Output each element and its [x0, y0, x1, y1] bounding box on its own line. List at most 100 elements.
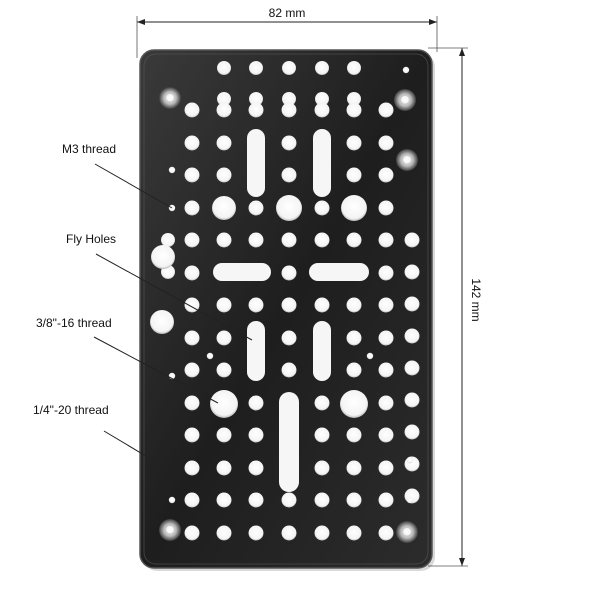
hole [346, 297, 362, 313]
callout-m3-label: M3 thread [62, 142, 116, 156]
hole [314, 427, 330, 443]
hole [216, 460, 232, 476]
hole [314, 232, 330, 248]
plate-holes [150, 61, 420, 543]
height-label: 142 mm [469, 278, 483, 321]
hole [346, 460, 362, 476]
callout-fly-holes-label: Fly Holes [66, 232, 116, 246]
hole [216, 362, 232, 378]
hole [404, 392, 420, 408]
hole [314, 297, 330, 313]
hole [248, 492, 264, 508]
countersink-hole-center [401, 96, 409, 104]
hole [315, 92, 329, 106]
hole [184, 395, 200, 411]
m3-hole [406, 456, 414, 464]
m3-hole [402, 66, 410, 74]
hole [216, 135, 232, 151]
hole [346, 525, 362, 541]
hole [378, 167, 394, 183]
hole [281, 265, 297, 281]
hole [248, 102, 264, 118]
height-arrow-top [459, 48, 465, 56]
hole [378, 102, 394, 118]
hole [378, 200, 394, 216]
hole [216, 525, 232, 541]
hole [184, 525, 200, 541]
hole [281, 362, 297, 378]
hole [216, 330, 232, 346]
hole [248, 200, 264, 216]
large-thread-hole [151, 245, 175, 269]
height-arrow-bottom [459, 558, 465, 566]
large-thread-hole [340, 390, 368, 418]
countersink-hole-center [166, 526, 174, 534]
countersink-hole-center [403, 528, 411, 536]
hole [248, 427, 264, 443]
cheese-plate [139, 49, 435, 571]
hole [184, 427, 200, 443]
hole [378, 395, 394, 411]
hole [378, 265, 394, 281]
countersink-hole-center [403, 156, 411, 164]
hole [315, 61, 329, 75]
hole [346, 102, 362, 118]
hole [378, 525, 394, 541]
hole [281, 102, 297, 118]
hole [248, 395, 264, 411]
hole [347, 92, 361, 106]
hole [404, 328, 420, 344]
hole [346, 362, 362, 378]
hole [314, 102, 330, 118]
hole [184, 460, 200, 476]
hole [281, 330, 297, 346]
hole [346, 492, 362, 508]
hole [217, 92, 231, 106]
hole [404, 264, 420, 280]
callout-1-4-leader [103, 430, 187, 481]
hole [276, 195, 302, 221]
height-dimension: 142 mm [428, 47, 483, 567]
hole [281, 525, 297, 541]
hole [184, 232, 200, 248]
m3-hole [168, 166, 176, 174]
hole [248, 232, 264, 248]
m3-hole [168, 496, 176, 504]
hole [216, 167, 232, 183]
hole [216, 102, 232, 118]
hole [404, 424, 420, 440]
callout-1-4-label: 1/4"-20 thread [33, 403, 109, 417]
countersink-hole-center [166, 94, 174, 102]
hole [378, 460, 394, 476]
hole [282, 61, 296, 75]
hole [184, 135, 200, 151]
hole [212, 196, 236, 220]
callout-1-4-thread: 1/4"-20 thread [33, 403, 187, 481]
hole [346, 167, 362, 183]
callout-3-8-leader [93, 336, 219, 404]
hole [378, 427, 394, 443]
hole [216, 427, 232, 443]
hole [161, 233, 175, 247]
hole [216, 232, 232, 248]
hole [314, 525, 330, 541]
callout-3-8-label: 3/8"-16 thread [36, 316, 112, 330]
width-arrow-right [429, 19, 437, 25]
hole [281, 492, 297, 508]
hole [216, 492, 232, 508]
hole [404, 232, 420, 248]
hole [314, 460, 330, 476]
hole [184, 265, 200, 281]
hole [378, 297, 394, 313]
hole [248, 460, 264, 476]
hole [404, 296, 420, 312]
hole [249, 92, 263, 106]
callout-fly-holes-leader [95, 253, 253, 341]
callout-fly-holes: Fly Holes [66, 232, 253, 341]
hole [216, 297, 232, 313]
hole [404, 360, 420, 376]
hole [346, 135, 362, 151]
hole [314, 200, 330, 216]
hole [184, 102, 200, 118]
hole [341, 195, 367, 221]
